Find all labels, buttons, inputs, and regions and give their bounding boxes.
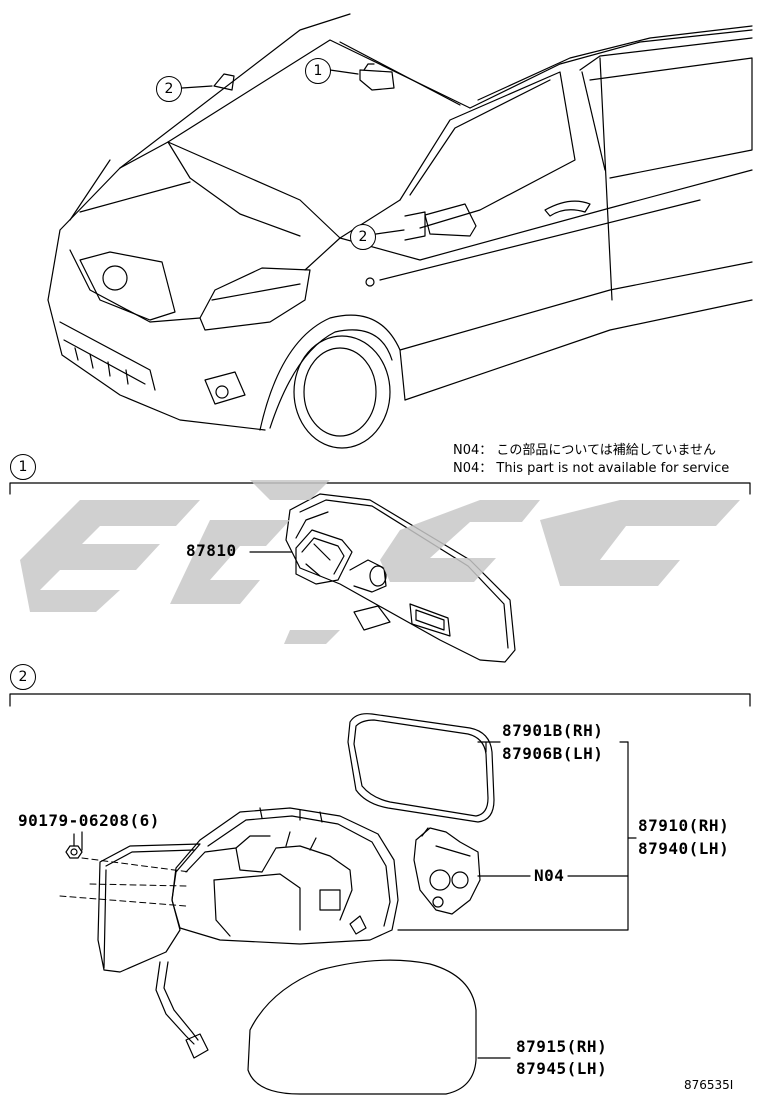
part-assy-lh: 87940(LH): [638, 839, 730, 858]
callout-2-left: 2: [156, 76, 182, 102]
part-mirror-glass-rh: 87901B(RH): [502, 721, 604, 740]
part-mirror-glass-lh: 87906B(LH): [502, 744, 604, 763]
part-assy-rh: 87910(RH): [638, 816, 730, 835]
car-illustration: [47, 13, 753, 449]
note-en: N04： This part is not available for serv…: [453, 461, 730, 476]
callout-1-top: 1: [305, 58, 331, 84]
callout-2-side: 2: [350, 224, 376, 250]
outer-mirror-illustration: [65, 713, 495, 1095]
note-jp: N04： この部品については補給していません: [453, 443, 716, 458]
section1-label: 1: [10, 454, 36, 480]
section1-frame: [9, 482, 751, 495]
part-87810: 87810: [186, 541, 237, 560]
part-cover-lh: 87945(LH): [516, 1059, 608, 1078]
figure-code: 876535I: [684, 1078, 734, 1092]
section2-label: 2: [10, 664, 36, 690]
part-motor-n04: N04: [534, 866, 565, 885]
watermark-logo: [20, 480, 740, 644]
part-bolt: 90179-06208(6): [18, 811, 160, 830]
inner-mirror-illustration: [249, 493, 516, 663]
section2-frame: [9, 693, 751, 707]
part-cover-rh: 87915(RH): [516, 1037, 608, 1056]
